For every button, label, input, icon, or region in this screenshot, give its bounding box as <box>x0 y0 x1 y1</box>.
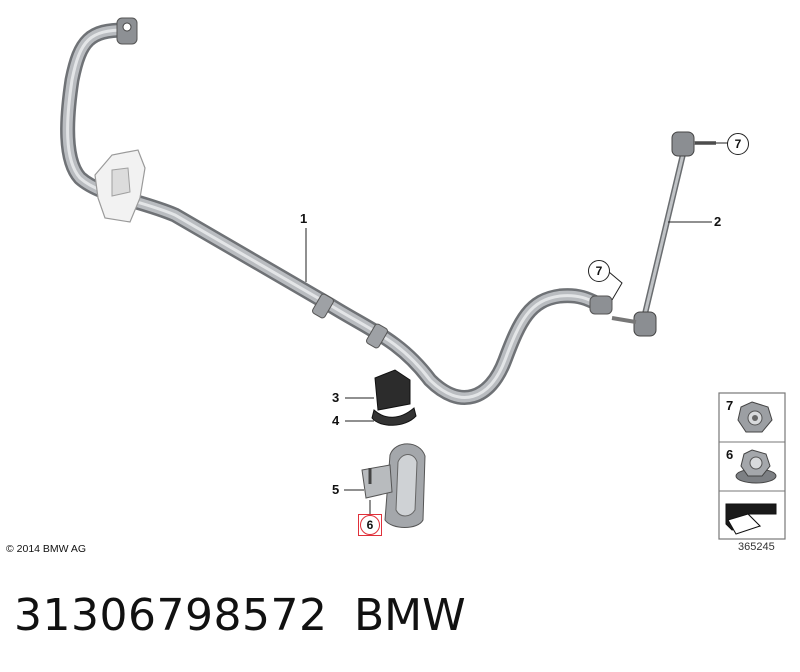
callout-7-lower: 7 <box>588 260 610 282</box>
legend-number-6: 6 <box>726 447 734 462</box>
rubber-mount <box>94 149 146 223</box>
callout-4: 4 <box>332 413 340 428</box>
rubber-bearing <box>371 369 417 426</box>
stabilizer-link <box>611 131 716 337</box>
bracket <box>361 443 426 528</box>
highlight-box <box>358 514 382 536</box>
callout-6-highlighted: 6 <box>360 515 380 535</box>
brand: BMW <box>354 590 466 641</box>
part-number: 31306798572 <box>14 590 328 641</box>
legend-number-7: 7 <box>726 398 734 413</box>
diagram-id: 365245 <box>738 541 775 553</box>
callout-5: 5 <box>332 482 340 497</box>
leader-lines <box>305 142 728 516</box>
callout-7-upper: 7 <box>727 133 749 155</box>
flange-nut-icon <box>735 449 777 484</box>
arrow-pointer-icon <box>725 503 777 535</box>
stabilizer-bar <box>60 17 613 405</box>
callout-1: 1 <box>300 211 308 226</box>
copyright: © 2014 BMW AG <box>6 543 87 555</box>
lock-nut-icon <box>737 401 773 433</box>
callout-2: 2 <box>714 214 722 229</box>
callout-3: 3 <box>332 390 340 405</box>
